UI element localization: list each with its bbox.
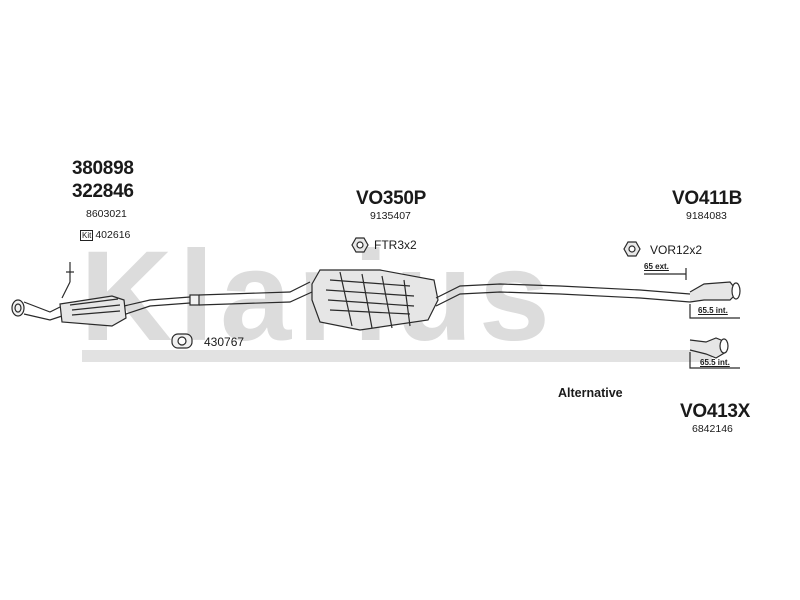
dim-label-int-2: 65.5 int. [700, 358, 730, 367]
center-silencer [311, 269, 439, 331]
fitting-code-ftr: FTR3x2 [374, 238, 417, 252]
pipe-joint [189, 294, 200, 306]
nut-icon-ftr [351, 237, 369, 253]
part-number-vo350p: VO350P [356, 188, 427, 209]
catalytic-converter [59, 295, 127, 327]
watermark-underline [82, 350, 712, 362]
exhaust-line-group [11, 262, 741, 369]
kit-badge: Kit [80, 230, 94, 241]
sensor-icon [61, 262, 74, 299]
intermediate-pipe [123, 296, 191, 315]
left-sub-code: 8603021 [86, 208, 127, 220]
dim-label-ext: 65 ext. [644, 262, 669, 271]
front-downpipe [23, 301, 63, 321]
center-sub-code: 9135407 [370, 210, 411, 222]
part-number-vo411b: VO411B [672, 188, 743, 209]
front-flange-icon [11, 299, 25, 317]
fitting-code-vor: VOR12x2 [650, 243, 703, 257]
kit-code: 402616 [95, 229, 131, 241]
alternative-sub-code: 6842146 [692, 423, 733, 435]
dim-line-int-1 [689, 304, 740, 319]
dim-line-ext [644, 268, 687, 280]
alternative-label: Alternative [558, 386, 623, 400]
part-number-vo413x: VO413X [680, 401, 751, 422]
rear-pipe [435, 283, 691, 307]
dim-line-int-2 [689, 352, 740, 369]
nut-icon-vor [623, 241, 641, 257]
alternative-tail [689, 337, 729, 359]
center-inlet-pipe [198, 281, 313, 306]
clamp-code: 430767 [204, 335, 245, 349]
part-number-322846: 322846 [72, 181, 134, 202]
tailpipe-tip [689, 281, 741, 303]
right-sub-code: 9184083 [686, 210, 727, 222]
dim-label-int-1: 65.5 int. [698, 306, 728, 315]
part-number-380898: 380898 [72, 158, 134, 179]
clamp-icon [171, 333, 193, 349]
